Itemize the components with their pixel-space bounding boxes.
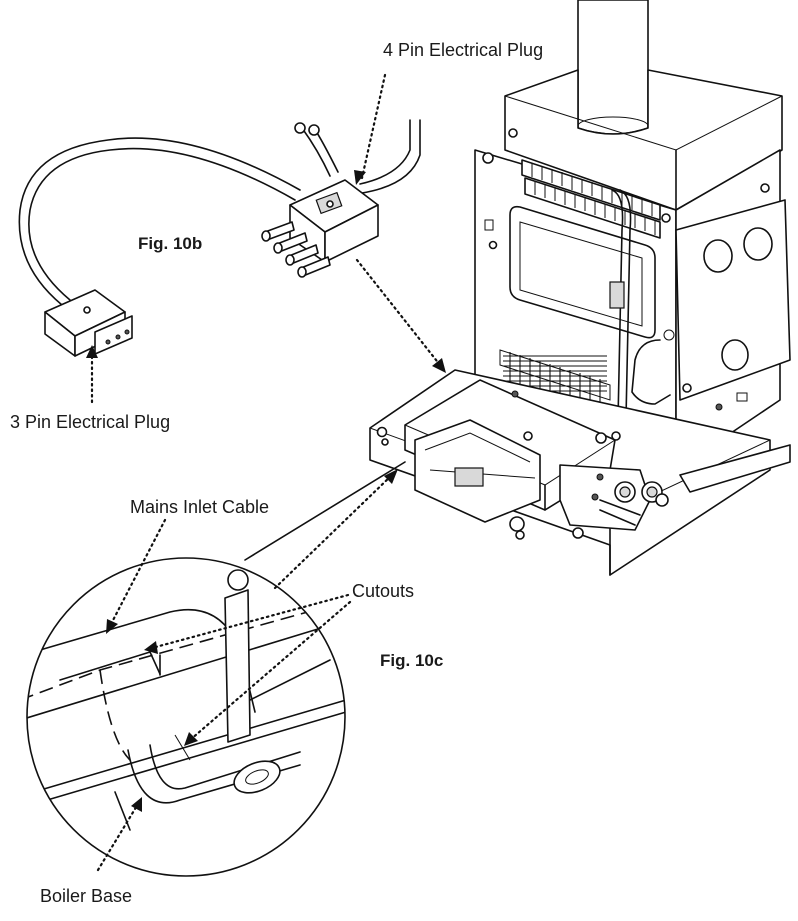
four-pin-plug-icon	[18, 119, 421, 306]
label-three-pin-plug: 3 Pin Electrical Plug	[10, 412, 170, 432]
boiler-unit-icon	[369, 0, 791, 576]
three-pin-plug-icon	[44, 289, 133, 357]
label-mains-inlet-cable: Mains Inlet Cable	[130, 497, 269, 517]
label-cutouts: Cutouts	[352, 581, 414, 601]
label-four-pin-plug: 4 Pin Electrical Plug	[383, 40, 543, 60]
label-boiler-base: Boiler Base	[40, 886, 132, 906]
leader-lines	[86, 73, 446, 872]
detail-magnifier-icon	[26, 461, 406, 877]
figure-label-10b: Fig. 10b	[138, 234, 202, 253]
figure-label-10c: Fig. 10c	[380, 651, 443, 670]
